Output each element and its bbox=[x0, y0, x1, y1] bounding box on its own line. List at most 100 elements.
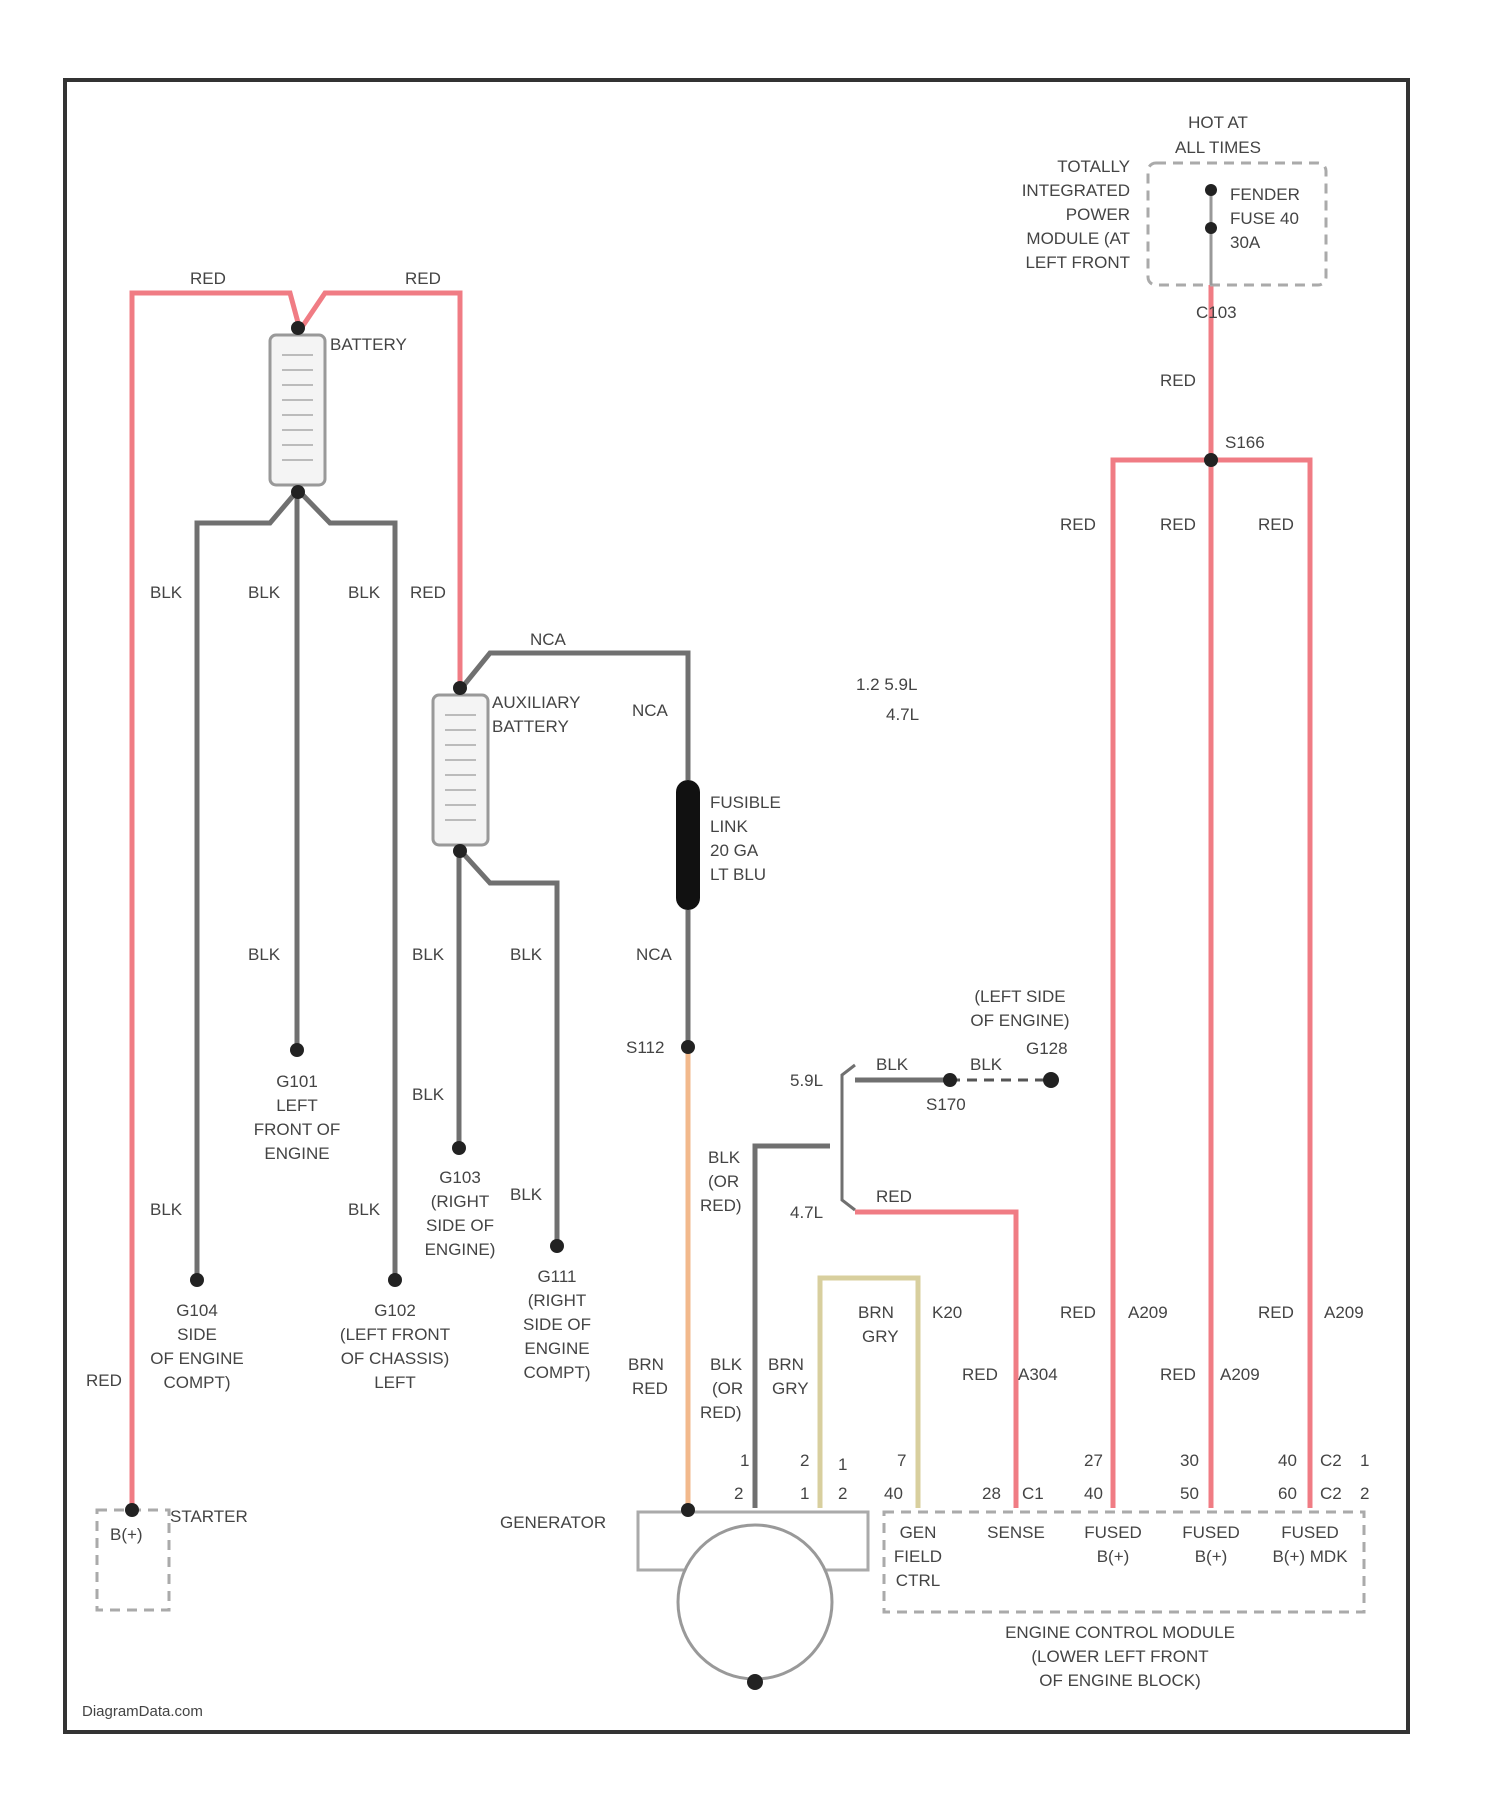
wire-blk-label-3: BLK bbox=[348, 583, 381, 602]
wire-red-label-aux-mid: RED bbox=[410, 583, 446, 602]
wire-blk-label-6: BLK bbox=[510, 945, 543, 964]
g128-label: G128 bbox=[1026, 1039, 1068, 1058]
node-g104 bbox=[190, 1273, 204, 1287]
wire-red-label-sense: RED bbox=[876, 1187, 912, 1206]
node-g103 bbox=[452, 1141, 466, 1155]
wire-brn-gry-label-2a: BRN bbox=[768, 1355, 804, 1374]
wire-brn-gry-label-1a: BRN bbox=[858, 1303, 894, 1322]
wire-blk-label-8: BLK bbox=[510, 1185, 543, 1204]
g111-label-1: G111 bbox=[537, 1267, 576, 1286]
g104-label-3: OF ENGINE bbox=[150, 1349, 244, 1368]
fusible-link-label-2: LINK bbox=[710, 817, 748, 836]
wire-red-label-a209-3: RED bbox=[1258, 1303, 1294, 1322]
node-fuse-mid bbox=[1205, 222, 1217, 234]
pin-ecm-40c: 40 bbox=[1084, 1484, 1103, 1503]
ecm-pin-fused3-2: B(+) MDK bbox=[1272, 1547, 1348, 1566]
wire-a209-label-2: A209 bbox=[1220, 1365, 1260, 1384]
pin-ecm-50: 50 bbox=[1180, 1484, 1199, 1503]
variant-47-label: 4.7L bbox=[790, 1203, 823, 1222]
wire-a209-label-1: A209 bbox=[1128, 1303, 1168, 1322]
g103-label-2: (RIGHT bbox=[431, 1192, 490, 1211]
node-starter bbox=[125, 1503, 139, 1517]
ecm-pin-sense: SENSE bbox=[987, 1523, 1045, 1542]
left-side-engine-label-2: OF ENGINE) bbox=[970, 1011, 1069, 1030]
wire-a304-label: A304 bbox=[1018, 1365, 1058, 1384]
c103-label: C103 bbox=[1196, 303, 1237, 322]
left-side-engine-label-1: (LEFT SIDE bbox=[974, 987, 1065, 1006]
pin-gen-1: 1 bbox=[740, 1451, 749, 1470]
pin-ecm-28: 28 bbox=[982, 1484, 1001, 1503]
node-battery-pos bbox=[291, 321, 305, 335]
g111-label-4: ENGINE bbox=[524, 1339, 589, 1358]
node-g102 bbox=[388, 1273, 402, 1287]
wire-red-label-starter-top: RED bbox=[190, 269, 226, 288]
ecm-pin-fused2-1: FUSED bbox=[1182, 1523, 1240, 1542]
g111-label-3: SIDE OF bbox=[523, 1315, 591, 1334]
wire-red-label-fuse: RED bbox=[1160, 371, 1196, 390]
hot-at-label-1: HOT AT bbox=[1188, 113, 1248, 132]
s166-label: S166 bbox=[1225, 433, 1265, 452]
wire-blk-or-red-label-b3: RED) bbox=[700, 1403, 742, 1422]
pin-ecm-7: 7 bbox=[897, 1451, 906, 1470]
wire-blk-label-59-1: BLK bbox=[876, 1055, 909, 1074]
generator bbox=[638, 1512, 868, 1679]
node-generator-b bbox=[681, 1503, 695, 1517]
fusible-link bbox=[676, 780, 700, 910]
wire-blk-label-59-2: BLK bbox=[970, 1055, 1003, 1074]
connector-c1: C1 bbox=[1022, 1484, 1044, 1503]
wire-nca-label-mid: NCA bbox=[632, 701, 669, 720]
wire-a209-label-3: A209 bbox=[1324, 1303, 1364, 1322]
wire-blk-label-7: BLK bbox=[412, 1085, 445, 1104]
ecm-pin-gen-1: GEN bbox=[900, 1523, 937, 1542]
starter-label: STARTER bbox=[170, 1507, 248, 1526]
node-s170 bbox=[943, 1073, 957, 1087]
pin-ecm-30: 30 bbox=[1180, 1451, 1199, 1470]
pin-ecm-60: 60 bbox=[1278, 1484, 1297, 1503]
node-fuse-top bbox=[1205, 184, 1217, 196]
wire-blk-label-1: BLK bbox=[150, 583, 183, 602]
wire-red-label-a209-2: RED bbox=[1160, 1365, 1196, 1384]
pin-ecm-27: 27 bbox=[1084, 1451, 1103, 1470]
wire-blk-label-4: BLK bbox=[248, 945, 281, 964]
aux-battery-label-2: BATTERY bbox=[492, 717, 569, 736]
node-aux-neg bbox=[453, 844, 467, 858]
hot-at-label-2: ALL TIMES bbox=[1175, 138, 1261, 157]
connector-c2-a: C2 bbox=[1320, 1451, 1342, 1470]
g103-label-1: G103 bbox=[439, 1168, 481, 1187]
watermark: DiagramData.com bbox=[82, 1703, 203, 1720]
variant-bracket bbox=[842, 1065, 855, 1210]
wire-brn-red-label-1: BRN bbox=[628, 1355, 664, 1374]
s112-label: S112 bbox=[626, 1038, 664, 1057]
wire-red-label-starter-bottom: RED bbox=[86, 1371, 122, 1390]
wire-red-label-aux-top: RED bbox=[405, 269, 441, 288]
s170-label: S170 bbox=[926, 1095, 966, 1114]
pin-gen-3: 1 bbox=[838, 1455, 847, 1474]
pin-gen-b3: 2 bbox=[838, 1484, 847, 1503]
pin-c2-1: 1 bbox=[1360, 1451, 1369, 1470]
auxiliary-battery bbox=[433, 695, 488, 845]
ecm-label-2: (LOWER LEFT FRONT bbox=[1031, 1647, 1208, 1666]
wire-red-label-fused-3: RED bbox=[1258, 515, 1294, 534]
pin-gen-2: 2 bbox=[800, 1451, 809, 1470]
wire-red-fused-3 bbox=[1211, 460, 1310, 1508]
wire-blk-or-red-label-b2: (OR bbox=[712, 1379, 743, 1398]
node-generator-ground bbox=[747, 1674, 763, 1690]
g102-label-4: LEFT bbox=[374, 1373, 416, 1392]
ecm-pin-gen-3: CTRL bbox=[896, 1571, 940, 1590]
ecm-pin-gen-2: FIELD bbox=[894, 1547, 942, 1566]
tipm-label-2: INTEGRATED bbox=[1022, 181, 1130, 200]
variant-59-label: 5.9L bbox=[790, 1071, 823, 1090]
pin-ecm-40a: 40 bbox=[1278, 1451, 1297, 1470]
tipm-label-5: LEFT FRONT bbox=[1025, 253, 1130, 272]
wire-blk-label-10: BLK bbox=[348, 1200, 381, 1219]
wire-brn-gry-label-2b: GRY bbox=[772, 1379, 809, 1398]
g102-label-2: (LEFT FRONT bbox=[340, 1325, 450, 1344]
wire-nca-label-top: NCA bbox=[530, 630, 567, 649]
generator-label: GENERATOR bbox=[500, 1513, 606, 1532]
pin-gen-b2: 2 bbox=[734, 1484, 743, 1503]
g102-label-1: G102 bbox=[374, 1301, 416, 1320]
g111-label-5: COMPT) bbox=[523, 1363, 590, 1382]
wire-blk-or-red-label-1: BLK bbox=[708, 1148, 741, 1167]
fusible-link-label-1: FUSIBLE bbox=[710, 793, 781, 812]
wire-brn-gry-label-1b: GRY bbox=[862, 1327, 899, 1346]
